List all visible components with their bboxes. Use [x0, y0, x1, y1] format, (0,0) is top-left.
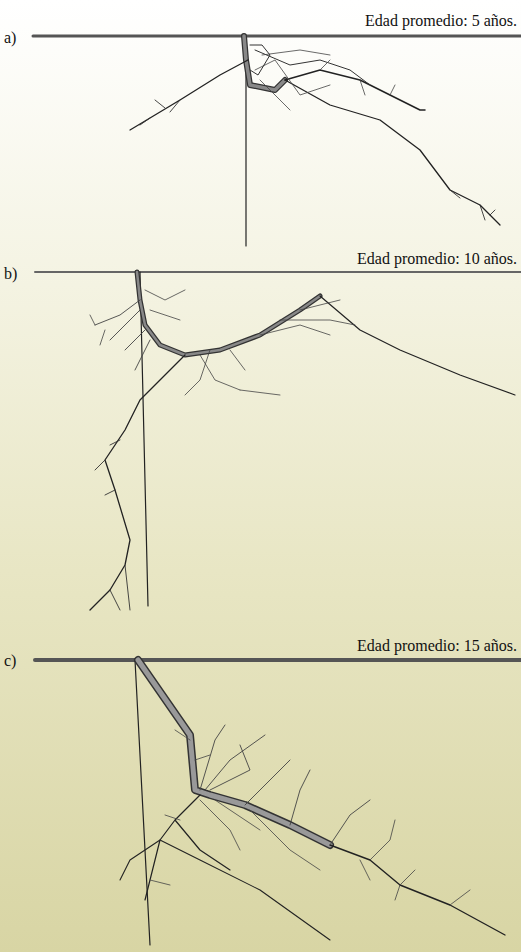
age-caption: Edad promedio: 5 años.	[365, 12, 517, 30]
panel-letter: c)	[4, 652, 16, 670]
ground-line	[33, 35, 521, 38]
panel-letter: b)	[4, 265, 17, 283]
age-caption: Edad promedio: 10 años.	[357, 250, 517, 268]
age-caption: Edad promedio: 15 años.	[357, 637, 517, 655]
panel-letter: a)	[4, 29, 16, 47]
root-system-5	[130, 36, 500, 246]
ground-line	[35, 658, 521, 662]
ground-line	[35, 271, 521, 273]
root-system-15	[120, 660, 505, 945]
root-system-10	[90, 272, 515, 610]
